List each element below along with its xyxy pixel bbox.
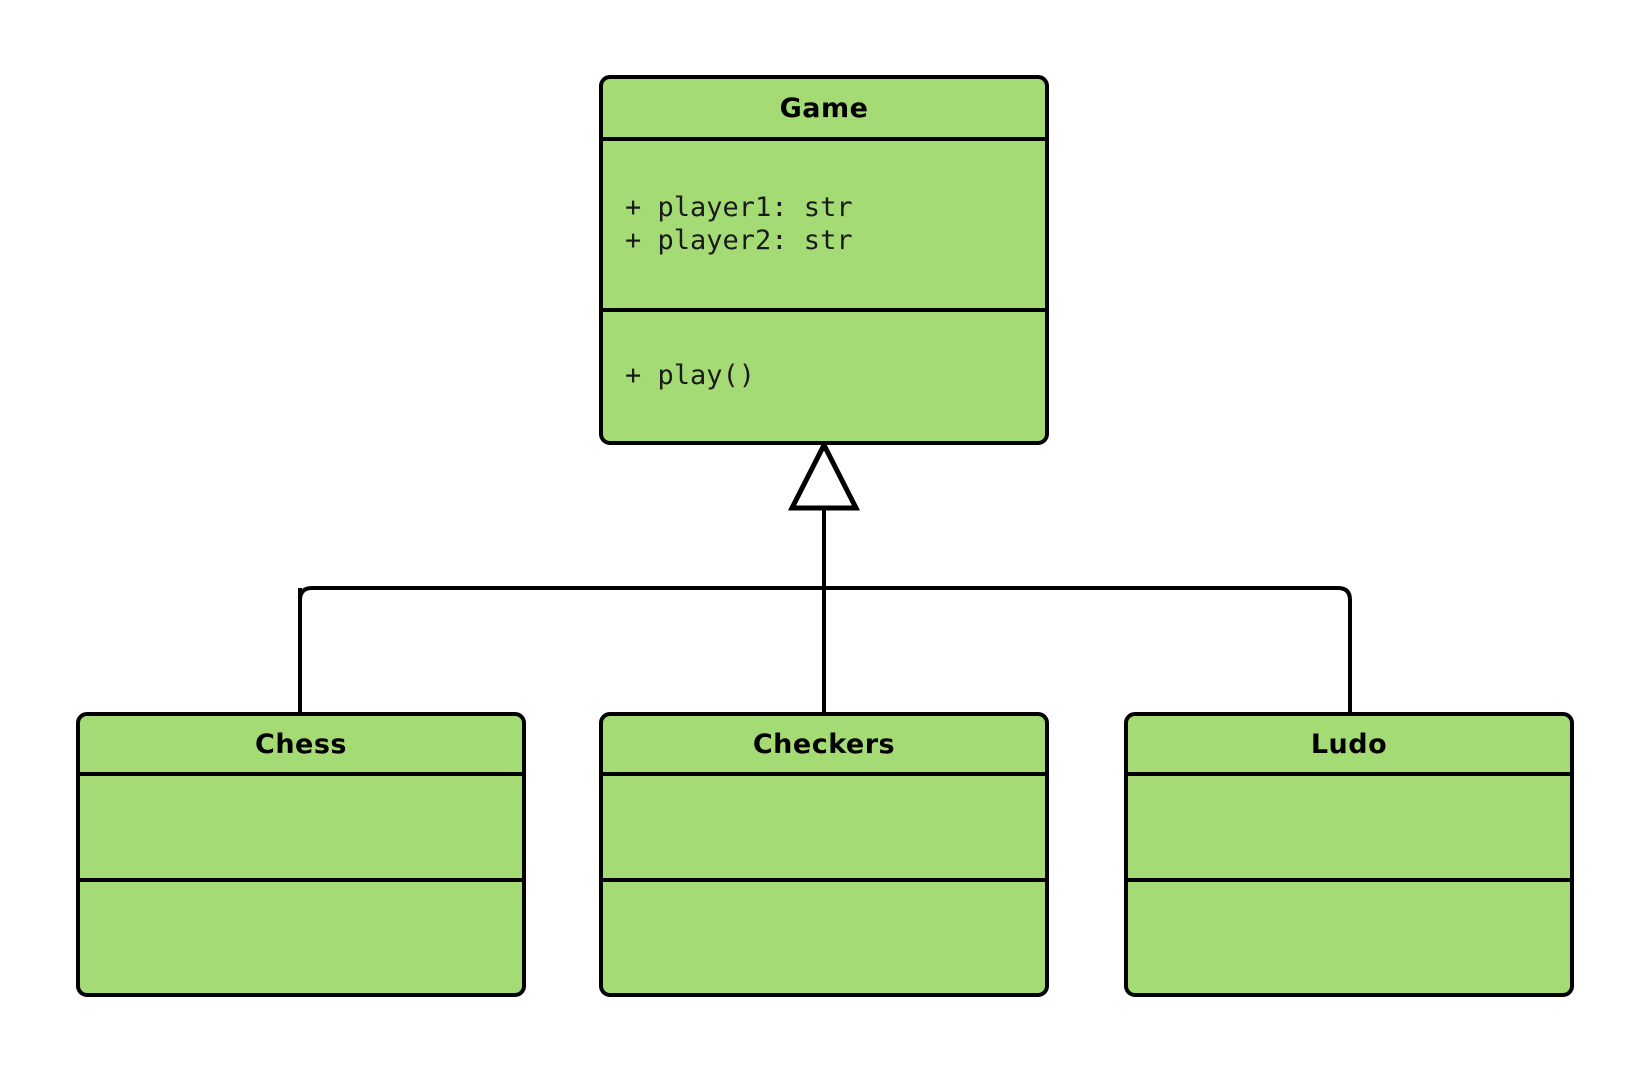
class-name-game: Game: [603, 79, 1045, 141]
attribute-player1: + player1: str: [625, 191, 853, 223]
class-name-checkers: Checkers: [603, 716, 1045, 776]
uml-class-chess[interactable]: Chess: [76, 712, 526, 997]
inheritance-corner-chess: [298, 586, 313, 601]
methods-compartment-checkers: [603, 882, 1045, 993]
attributes-compartment-checkers: [603, 776, 1045, 882]
attributes-compartment-game: + player1: str + player2: str: [603, 141, 1045, 312]
class-name-chess: Chess: [80, 716, 522, 776]
inheritance-corner-ludo: [1337, 586, 1352, 601]
methods-compartment-ludo: [1128, 882, 1570, 993]
class-name-ludo: Ludo: [1128, 716, 1570, 776]
uml-class-ludo[interactable]: Ludo: [1124, 712, 1574, 997]
method-play: + play(): [625, 360, 756, 392]
methods-compartment-game: + play(): [603, 312, 1045, 441]
uml-class-checkers[interactable]: Checkers: [599, 712, 1049, 997]
attribute-player2: + player2: str: [625, 224, 853, 256]
methods-compartment-chess: [80, 882, 522, 993]
uml-class-game[interactable]: Game + player1: str + player2: str + pla…: [599, 75, 1049, 445]
generalization-arrowhead-icon: [787, 439, 861, 511]
attributes-compartment-chess: [80, 776, 522, 882]
attributes-compartment-ludo: [1128, 776, 1570, 882]
